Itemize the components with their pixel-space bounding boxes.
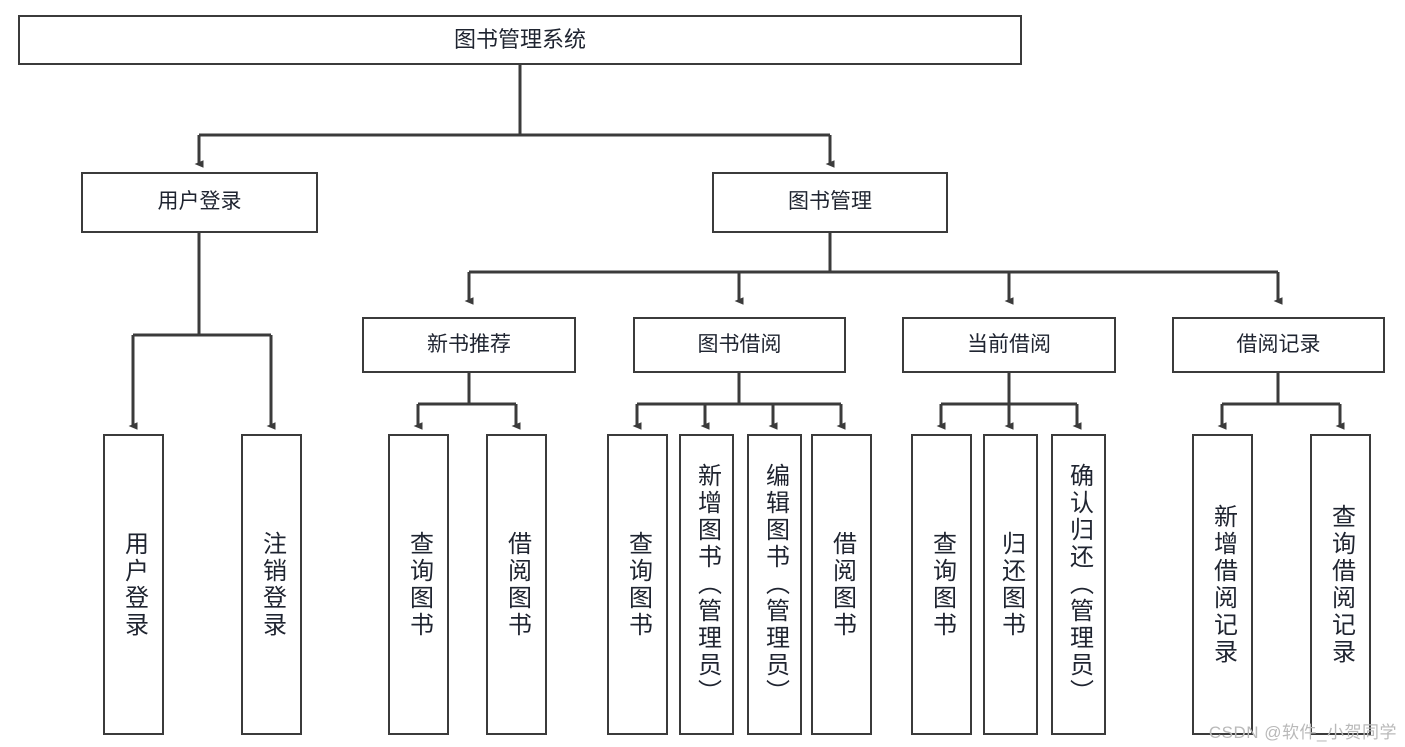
node-label: 用户登录 (120, 530, 148, 639)
node-label: 查询图书 (624, 530, 652, 639)
node-current-borrow[interactable]: 当前借阅 (902, 317, 1116, 373)
node-label: 图书管理 (788, 190, 872, 214)
leaf-current-return-book[interactable]: 归还图书 (983, 434, 1038, 735)
node-label: 借阅图书 (828, 530, 856, 639)
leaf-borrow-edit-book-admin[interactable]: 编辑图书（管理员） (747, 434, 802, 735)
node-borrow-record[interactable]: 借阅记录 (1172, 317, 1385, 373)
leaf-record-query-borrow-record[interactable]: 查询借阅记录 (1310, 434, 1371, 735)
node-label: 用户登录 (157, 190, 242, 214)
leaf-current-query-book[interactable]: 查询图书 (911, 434, 972, 735)
leaf-recommend-query-book[interactable]: 查询图书 (388, 434, 449, 735)
leaf-recommend-borrow-book[interactable]: 借阅图书 (486, 434, 547, 735)
node-label: 当前借阅 (967, 332, 1051, 356)
node-root-book-management-system[interactable]: 图书管理系统 (18, 15, 1022, 65)
node-book-management[interactable]: 图书管理 (712, 172, 948, 233)
node-label: 查询图书 (405, 530, 433, 639)
leaf-borrow-add-book-admin[interactable]: 新增图书（管理员） (679, 434, 734, 735)
node-label: 图书管理系统 (453, 27, 586, 53)
leaf-logout[interactable]: 注销登录 (241, 434, 302, 735)
node-label: 查询图书 (928, 530, 956, 639)
node-user-login[interactable]: 用户登录 (81, 172, 318, 233)
node-label: 图书借阅 (697, 332, 782, 356)
leaf-user-login[interactable]: 用户登录 (103, 434, 164, 735)
leaf-record-add-borrow-record[interactable]: 新增借阅记录 (1192, 434, 1253, 735)
node-label: 查询借阅记录 (1327, 503, 1355, 666)
node-label: 新增借阅记录 (1209, 503, 1237, 666)
leaf-current-confirm-return-admin[interactable]: 确认归还（管理员） (1051, 434, 1106, 735)
node-label: 编辑图书（管理员） (761, 463, 789, 706)
node-label: 确认归还（管理员） (1065, 463, 1093, 706)
node-new-book-recommend[interactable]: 新书推荐 (362, 317, 576, 373)
csdn-watermark: CSDN @软件_小贺同学 (1208, 723, 1397, 742)
node-label: 借阅记录 (1236, 332, 1321, 356)
node-book-borrow[interactable]: 图书借阅 (633, 317, 846, 373)
node-label: 新增图书（管理员） (693, 463, 721, 706)
node-label: 新书推荐 (427, 332, 511, 356)
node-label: 归还图书 (997, 530, 1025, 639)
leaf-borrow-query-book[interactable]: 查询图书 (607, 434, 668, 735)
node-label: 借阅图书 (503, 530, 531, 639)
leaf-borrow-borrow-book[interactable]: 借阅图书 (811, 434, 872, 735)
node-label: 注销登录 (258, 530, 286, 639)
